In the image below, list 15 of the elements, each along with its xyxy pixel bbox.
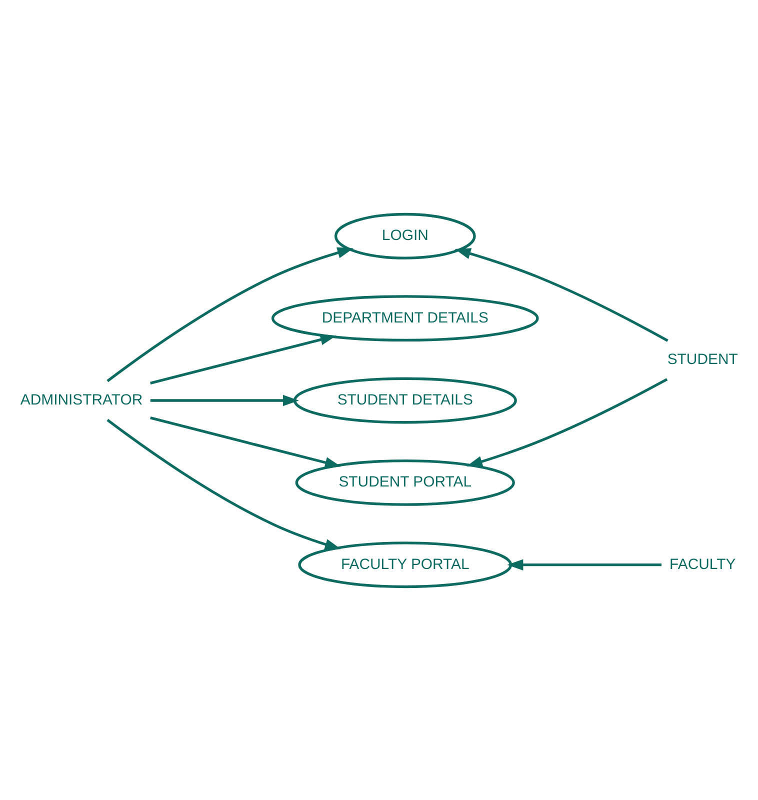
arrow xyxy=(150,334,336,384)
arrow xyxy=(454,248,668,342)
arrow xyxy=(507,558,662,570)
node-text: FACULTY xyxy=(670,555,736,572)
node-ellipse: FACULTY PORTAL xyxy=(298,541,512,588)
node-ellipse: STUDENT DETAILS xyxy=(293,376,517,424)
arrow xyxy=(106,246,354,382)
node-text: ADMINISTRATOR xyxy=(20,390,143,408)
arrow xyxy=(150,394,299,406)
node-ellipse: DEPARTMENT DETAILS xyxy=(271,294,539,342)
node-text: STUDENT xyxy=(667,350,738,368)
arrow xyxy=(150,416,342,468)
arrow xyxy=(106,418,341,550)
node-ellipse: STUDENT PORTAL xyxy=(295,458,515,506)
arrow xyxy=(466,378,668,466)
